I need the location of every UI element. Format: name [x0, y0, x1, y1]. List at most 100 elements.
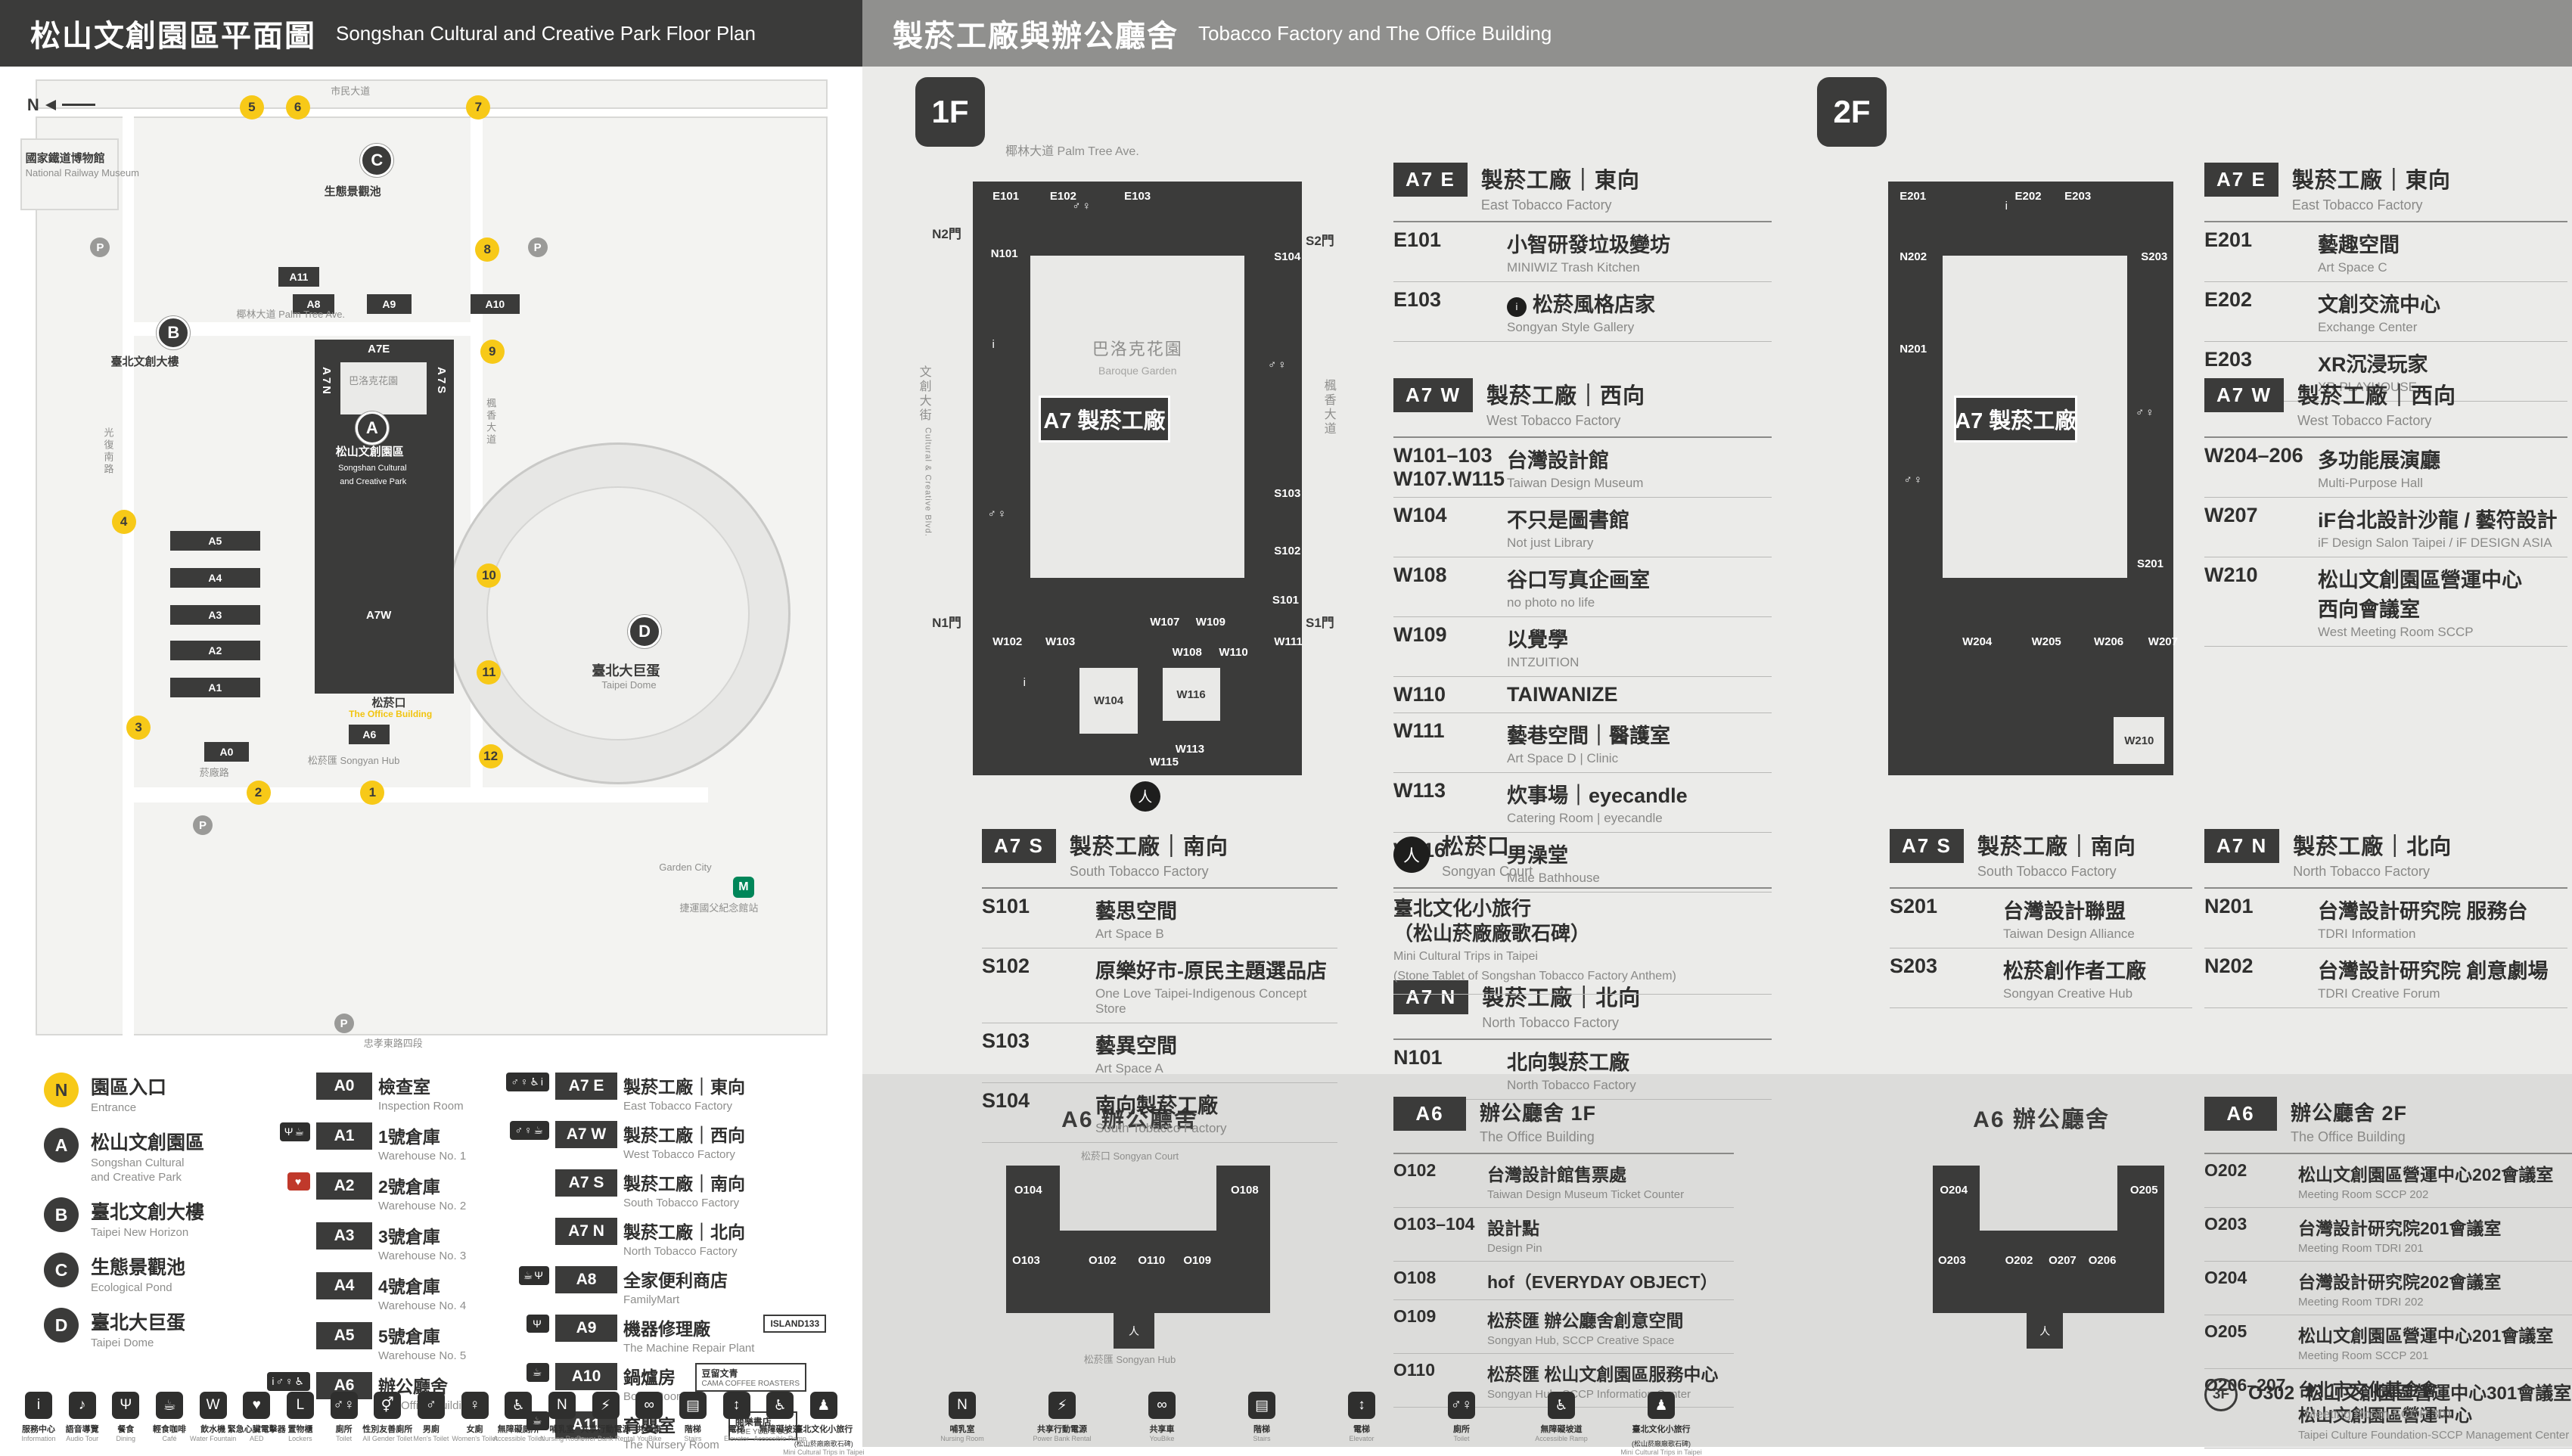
facility-icons: ♂♀♿i — [506, 1073, 549, 1091]
room-names: 台灣設計聯盟 Taiwan Design Alliance — [2003, 895, 2135, 942]
floor3-note: 3F O302 松山文創園區營運中心301會議室 Meeting Room SC… — [2204, 1378, 2572, 1422]
room-label: N201 — [1899, 343, 1927, 356]
section-title-zh: 製菸工廠｜北向 — [1482, 986, 1642, 1011]
room-name-en: Meeting Room SCCP 202 — [2298, 1188, 2429, 1201]
room-row: O110 松菸匯 松山文創園區服務中心 Songyan Hub, SCCP In… — [1393, 1354, 1734, 1408]
room-label: O109 — [1183, 1254, 1212, 1268]
gate-label: S2門 — [1306, 234, 1334, 249]
room-name-en: TDRI Information — [2318, 927, 2416, 941]
room-name-line: 以覺學 — [1507, 623, 1579, 653]
room-block: W210 — [2114, 716, 2165, 765]
room-name-zh: TAIWANIZE — [1507, 683, 1618, 706]
room-names: 小智研發垃圾變坊 MINIWIZ Trash Kitchen — [1507, 228, 1670, 275]
legend-building-row: ☕Ψ A8 全家便利商店 FamilyMart — [502, 1266, 826, 1306]
legend-building-texts: 製菸工廠｜南向 South Tobacco Factory — [623, 1169, 745, 1209]
room-codes: O108 — [1393, 1268, 1487, 1288]
facility-icon: i — [25, 1392, 52, 1419]
room-names: 台北市文化基金會 松山文創園區營運中心 Taipei Culture Found… — [2298, 1375, 2569, 1442]
legend-building-row: A7 N 製菸工廠｜北向 North Tobacco Factory — [502, 1218, 826, 1258]
map-text-label: 市民大道 — [331, 85, 371, 98]
facility-icon: ♟ — [809, 1392, 837, 1419]
map-block — [35, 79, 828, 109]
room-label: S103 — [1274, 486, 1301, 500]
section-title-en: North Tobacco Factory — [1482, 1015, 1619, 1030]
room-names: 台灣設計研究院 服務台 TDRI Information — [2318, 895, 2528, 942]
legend-building-row: Ψ A9 機器修理廠 The Machine Repair Plant ISLA… — [502, 1315, 827, 1355]
room-name-en: Design Pin — [1487, 1242, 1542, 1255]
facility-icons-wrap: ☕ — [502, 1363, 549, 1382]
facility-label-zh: 臺北文化小旅行 — [794, 1425, 853, 1434]
building-code-badge: A2 — [316, 1172, 372, 1200]
room-section: A7 E 製菸工廠｜東向 East Tobacco Factory E201 — [2204, 163, 2567, 402]
room-name-en: INTZUITION — [1507, 655, 1580, 669]
park-panel: 松山文創園區平面圖 Songshan Cultural and Creative… — [0, 0, 865, 1456]
building-name-zh: 製菸工廠｜西向 — [623, 1125, 745, 1145]
facility-icons-wrap: ☕Ψ — [502, 1266, 549, 1285]
entrance-number-marker: 1 — [360, 780, 385, 805]
room-name-line: 設計點 — [1487, 1214, 1542, 1240]
gate-label: N1門 — [932, 616, 961, 631]
room-codes: O202 — [2204, 1160, 2298, 1181]
building-name-en: West Tobacco Factory — [623, 1148, 735, 1161]
room-code: O102 — [1393, 1160, 1437, 1180]
legend-area-marker: C — [44, 1253, 79, 1287]
legend-building-row: ♂♀☕ A7 W 製菸工廠｜西向 West Tobacco Factory — [502, 1121, 826, 1161]
room-row: S101 藝思空間 Art Space B — [982, 889, 1337, 948]
facility-icon: ⚡ — [592, 1392, 620, 1419]
legend-area-en2: and Creative Park — [91, 1171, 182, 1184]
taipei-dome-inner — [486, 486, 750, 740]
room-label: O203 — [1937, 1254, 1966, 1268]
room-name-line: 北向製菸工廠 — [1507, 1046, 1636, 1076]
room-name-line: 松菸匯 辦公廳舍創意空間 — [1487, 1306, 1683, 1332]
a6-map-title: A6 辦公廳舍 — [1061, 1107, 1198, 1133]
entrance-number-marker: 12 — [478, 744, 503, 768]
room-block-code: W116 — [1176, 688, 1206, 701]
room-codes: W210 — [2204, 563, 2318, 587]
room-names: iF台北設計沙龍 / 藝符設計 iF Design Salon Taipei /… — [2318, 504, 2558, 551]
room-code: O204 — [2204, 1268, 2247, 1287]
facility-label-en: Dining — [116, 1435, 136, 1442]
map-text-label: A7N — [320, 367, 334, 397]
north-indicator: N — [27, 95, 95, 115]
facility-icons: ☕Ψ — [518, 1266, 549, 1285]
section-badge: A7 N — [2204, 829, 2280, 863]
building-code: A11 — [289, 271, 309, 284]
court-item-zh2: （松山菸廠廠歌石碑） — [1393, 921, 1591, 945]
facility-icons-wrap: Ψ☕ — [263, 1122, 310, 1141]
room-name-zh: 台灣設計研究院 創意劇場 — [2318, 960, 2549, 983]
room-names: 台灣設計研究院202會議室 Meeting Room TDRI 202 — [2298, 1268, 2501, 1309]
room-name-line: 男澡堂 — [1507, 839, 1600, 868]
facility-legend-item: ♿ 無障礙坡道 Accessible Ramp — [1525, 1392, 1598, 1456]
room-codes: E201 — [2204, 228, 2318, 252]
building-name-zh: 3號倉庫 — [378, 1227, 440, 1246]
room-block-code: W104 — [1093, 694, 1124, 708]
room-label: W204 — [1962, 635, 1993, 648]
legend-area-texts: 臺北大巨蛋 Taipei Dome — [91, 1308, 185, 1349]
room-row: E201 藝趣空間 Art Space C — [2204, 222, 2567, 282]
section-badge: A7 W — [2204, 378, 2284, 412]
room-label: N101 — [990, 247, 1018, 261]
facility-icons: Ψ — [527, 1315, 549, 1333]
facility-label-zh: 廁所 — [335, 1425, 353, 1434]
room-names: 炊事場｜eyecandle Catering Room | eyecandle — [1507, 779, 1688, 826]
section-header: A6 辦公廳舍 2F The Office Building — [2204, 1097, 2572, 1154]
facility-label-zh: 共享車 — [636, 1425, 662, 1434]
room-row: O205 松山文創園區營運中心201會議室 Meeting Room SCCP … — [2204, 1315, 2572, 1369]
section-title-en: The Office Building — [1480, 1129, 1595, 1144]
room-label: N202 — [1899, 250, 1927, 263]
room-label: O206 — [2088, 1254, 2117, 1268]
building-name-zh: 2號倉庫 — [378, 1177, 440, 1197]
room-code: E202 — [2204, 288, 2253, 311]
map-text-label: and Creative Park — [340, 477, 407, 486]
section-title-zh: 製菸工廠｜南向 — [1977, 835, 2136, 859]
section-rows: O202 松山文創園區營運中心202會議室 Meeting Room SCCP … — [2204, 1154, 2572, 1448]
legend-area-marker: B — [44, 1197, 79, 1232]
facility-label-zh: 哺乳室 — [549, 1425, 575, 1434]
room-label: E201 — [1899, 189, 1927, 203]
room-code: O302 — [2248, 1383, 2295, 1404]
garden-label-en: Baroque Garden — [1098, 364, 1177, 377]
room-section: A6 辦公廳舍 1F The Office Building O102 — [1393, 1097, 1734, 1408]
facility-label-zh: 性別友善廁所 — [362, 1425, 413, 1434]
